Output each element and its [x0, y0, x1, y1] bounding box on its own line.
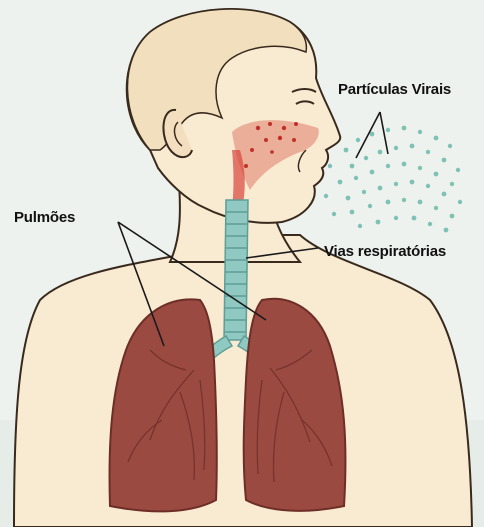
label-particulas-virais: Partículas Virais [338, 81, 451, 98]
label-pulmoes: Pulmões [14, 209, 75, 226]
label-vias-respiratorias: Vias respiratórias [324, 243, 446, 260]
